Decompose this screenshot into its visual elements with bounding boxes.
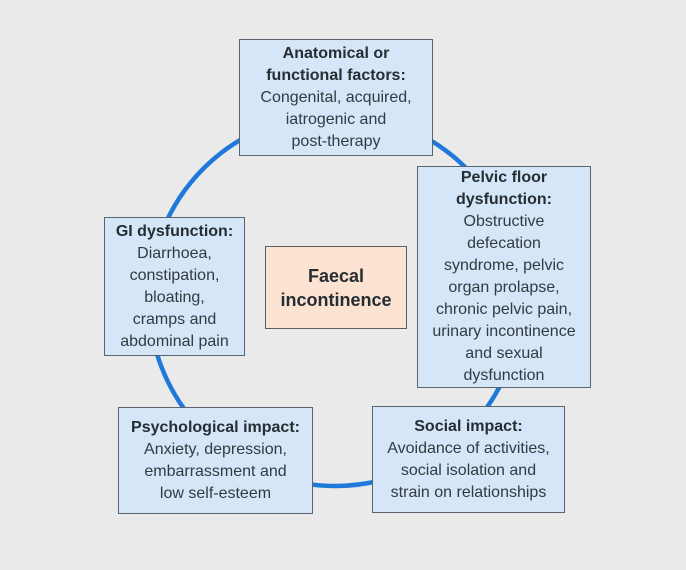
node-body: Avoidance of activities, social isolatio… — [387, 439, 550, 501]
node-heading: GI dysfunction: — [115, 222, 234, 240]
node-body: Anxiety, depression, embarrassment and l… — [144, 440, 287, 502]
node-heading: Pelvic floor dysfunction: — [456, 169, 552, 208]
center-node-faecal-incontinence: Faecal incontinence — [265, 246, 407, 329]
node-heading: Psychological impact: — [131, 418, 300, 436]
center-label: Faecal incontinence — [280, 265, 392, 310]
node-pelvic-floor-dysfunction: Pelvic floor dysfunction: Obstructive de… — [417, 166, 591, 388]
node-heading: Anatomical or functional factors: — [266, 44, 406, 84]
node-heading: Social impact: — [414, 417, 523, 435]
node-body: Obstructive defecation syndrome, pelvic … — [432, 213, 576, 384]
node-gi-dysfunction: GI dysfunction: Diarrhoea, constipation,… — [104, 217, 245, 356]
node-psychological-impact: Psychological impact: Anxiety, depressio… — [118, 407, 313, 514]
node-anatomical-factors: Anatomical or functional factors: Congen… — [239, 39, 433, 156]
node-body: Congenital, acquired, iatrogenic and pos… — [260, 88, 412, 150]
node-social-impact: Social impact: Avoidance of activities, … — [372, 406, 565, 513]
node-body: Diarrhoea, constipation, bloating, cramp… — [120, 244, 229, 350]
